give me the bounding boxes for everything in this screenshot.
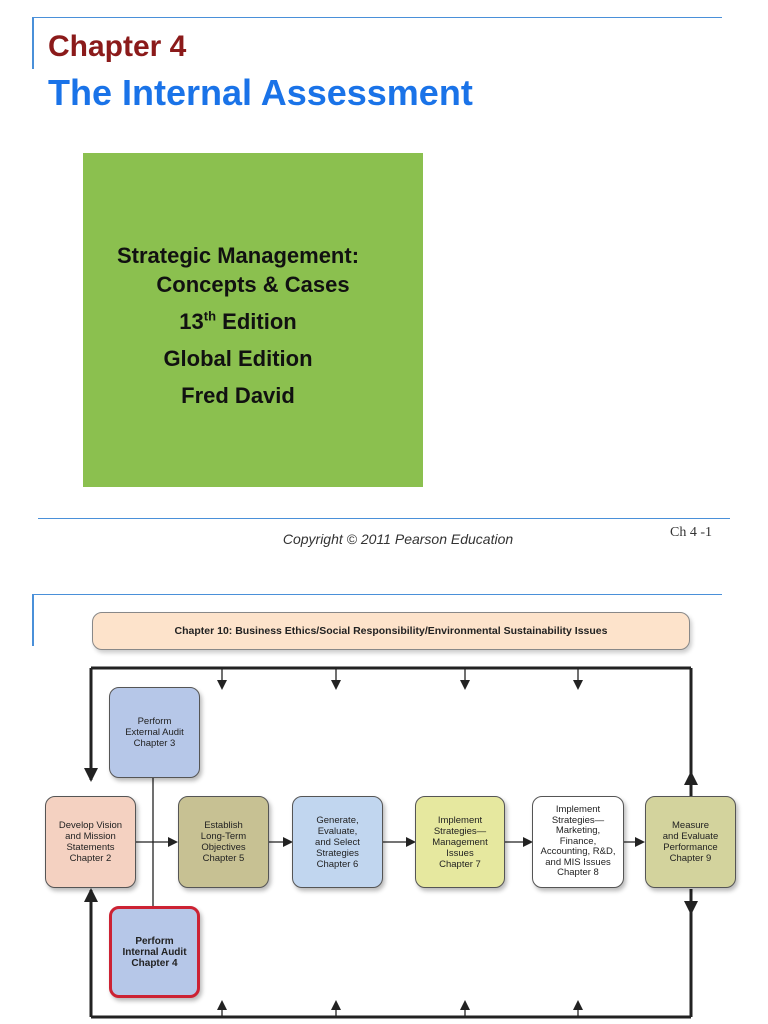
book-global-edition: Global Edition (163, 346, 313, 371)
edition-word: Edition (216, 309, 297, 334)
book-author: Fred David (181, 383, 295, 408)
copyright-notice: Copyright © 2011 Pearson Education (282, 531, 514, 547)
measure-evaluate-box: Measure and Evaluate Performance Chapter… (645, 796, 736, 888)
page-title: The Internal Assessment (48, 72, 473, 113)
slide1-left-rule (32, 17, 34, 69)
edition-number: 13 (179, 309, 204, 334)
book-title-line2: Concepts & Cases (156, 272, 350, 297)
slide1-top-rule (32, 17, 722, 18)
top-arrows (217, 668, 583, 690)
slide1-bottom-rule (38, 518, 730, 519)
book-title-line1: Strategic Management: (116, 243, 360, 268)
ethics-banner: Chapter 10: Business Ethics/Social Respo… (92, 612, 690, 650)
audit-connectors (136, 778, 178, 906)
internal-audit-box: Perform Internal Audit Chapter 4 (109, 906, 200, 998)
objectives-box: Establish Long-Term Objectives Chapter 5 (178, 796, 269, 888)
slide2-left-rule (32, 594, 34, 646)
vision-mission-box: Develop Vision and Mission Statements Ch… (45, 796, 136, 888)
feedback-loop (84, 666, 698, 1019)
page-number: Ch 4 -1 (670, 525, 712, 540)
slide2-top-rule (32, 594, 722, 595)
chapter-label: Chapter 4 (48, 30, 187, 63)
book-cover: Strategic Management: Concepts & Cases 1… (83, 153, 423, 487)
implement-management-box: Implement Strategies— Management Issues … (415, 796, 505, 888)
external-audit-box: Perform External Audit Chapter 3 (109, 687, 200, 778)
implement-marketing-box: Implement Strategies— Marketing, Finance… (532, 796, 624, 888)
edition-suffix: th (203, 308, 217, 324)
book-edition: 13th Edition (83, 303, 423, 340)
bottom-arrows (217, 1000, 583, 1017)
strategies-box: Generate, Evaluate, and Select Strategie… (292, 796, 383, 888)
